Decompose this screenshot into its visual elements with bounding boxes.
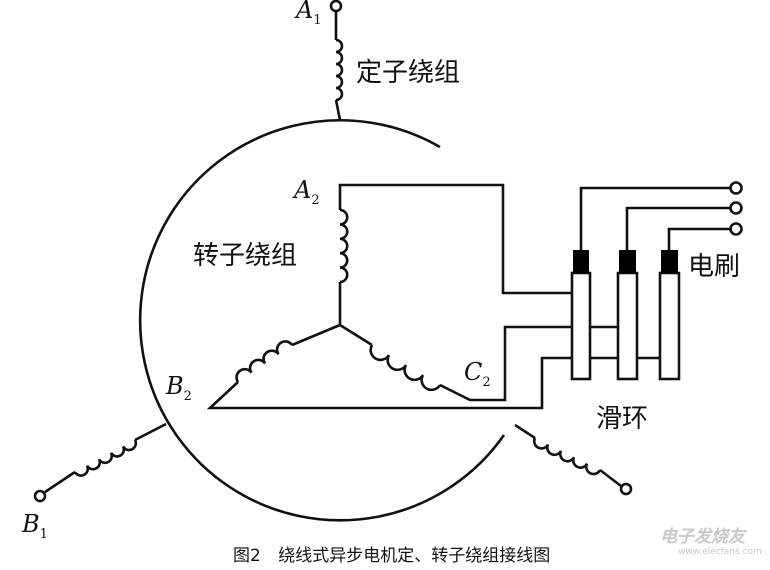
stator-coil-a — [335, 38, 344, 102]
terminal-b1 — [33, 489, 47, 503]
watermark-text: 电子发烧友 — [660, 527, 745, 547]
watermark: 电子发烧友 www.elecfans.com — [660, 522, 762, 557]
brush-terminal-3 — [729, 222, 743, 236]
terminal-a1 — [329, 0, 343, 13]
brush-3 — [661, 250, 678, 273]
stator-coil-b — [73, 439, 138, 477]
brush-wire-3 — [667, 227, 730, 250]
stator-b-lead — [44, 422, 167, 494]
label-slip-ring: 滑环 — [596, 404, 649, 434]
rotor-coil-a — [339, 208, 349, 284]
brush-wire-2 — [625, 206, 730, 250]
label-b2: B2 — [166, 372, 192, 404]
rotor-a-lead — [338, 183, 572, 325]
brush-terminal-1 — [729, 181, 743, 195]
terminal-c1 — [619, 482, 633, 496]
brush-wire-1 — [579, 186, 730, 250]
stator-coil-c — [533, 437, 602, 476]
label-a1: A1 — [296, 0, 322, 28]
brush-1 — [573, 250, 589, 273]
label-brush: 电刷 — [688, 252, 741, 282]
label-c2: C2 — [464, 358, 491, 390]
ring-link — [590, 325, 660, 360]
slip-ring-2 — [616, 271, 639, 381]
label-a2: A2 — [294, 176, 320, 208]
label-rotor-winding: 转子绕组 — [193, 241, 298, 271]
brush-terminal-2 — [729, 201, 743, 215]
stator-a-lead — [334, 11, 342, 121]
stator-circle — [138, 118, 506, 522]
stator-c-lead — [514, 423, 622, 488]
rotor-coil-c — [369, 344, 442, 392]
brush-2 — [619, 250, 636, 273]
label-b1: B1 — [22, 510, 48, 542]
rotor-c-lead — [339, 323, 572, 402]
figure-caption: 图2 绕线式异步电机定、转子绕组接线图 — [233, 546, 551, 566]
watermark-url: www.elecfans.com — [678, 547, 762, 557]
slip-ring-3 — [658, 271, 681, 381]
slip-ring-1 — [570, 271, 592, 381]
rotor-coil-b — [235, 340, 294, 383]
rotor-b-lead — [206, 323, 572, 410]
label-stator-winding: 定子绕组 — [356, 58, 461, 88]
